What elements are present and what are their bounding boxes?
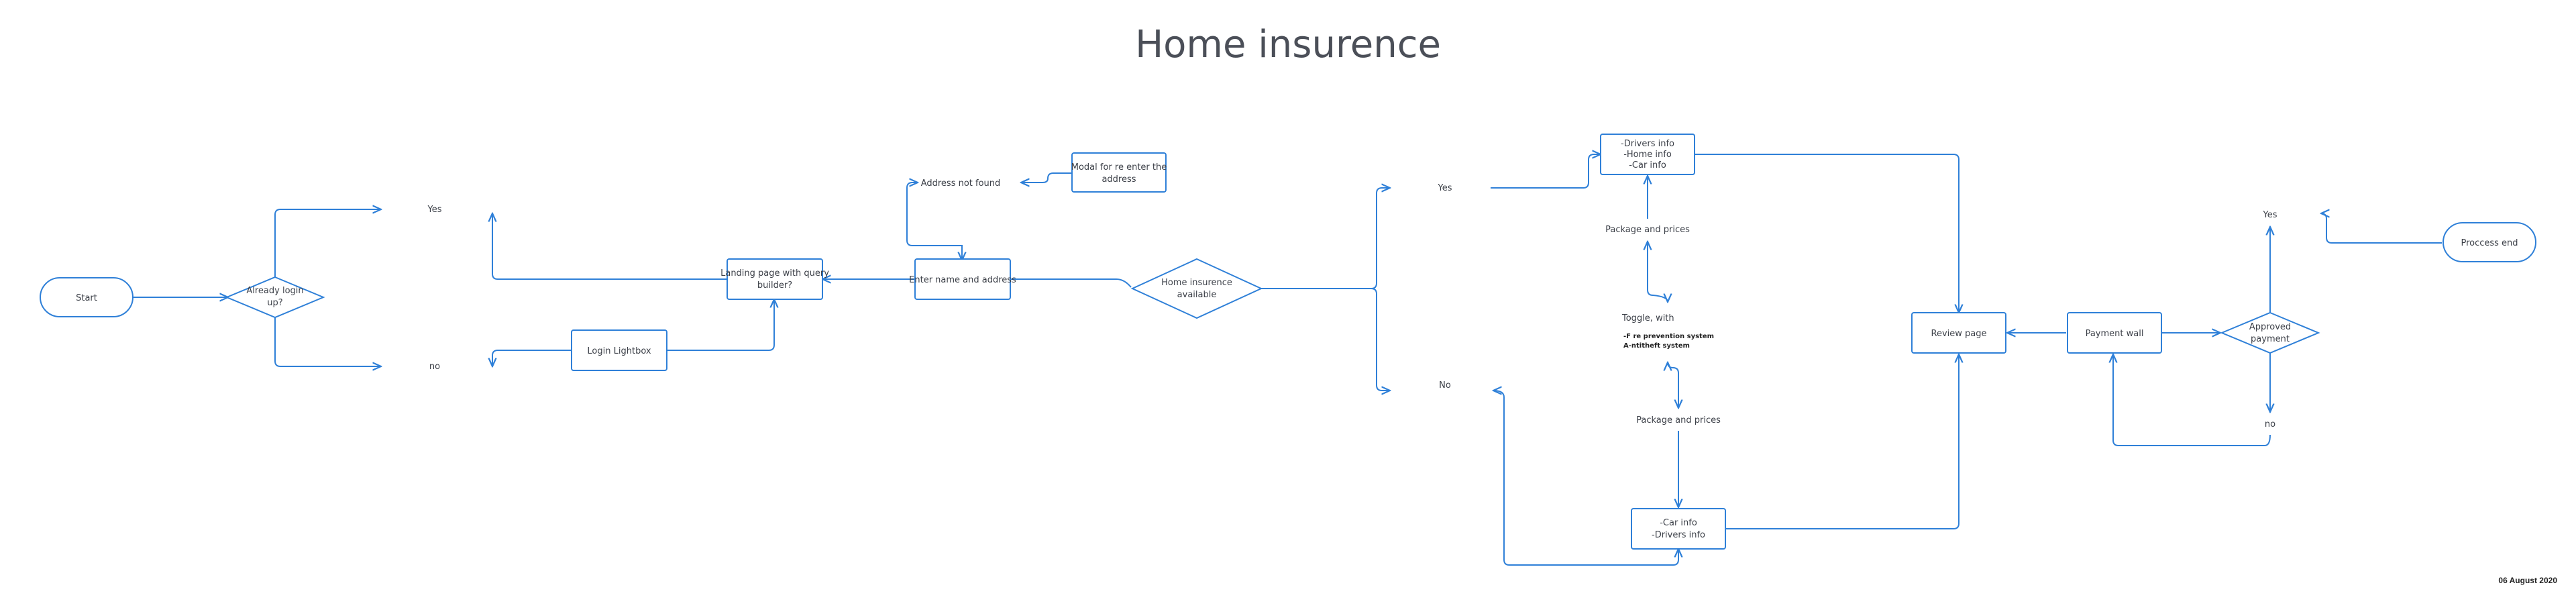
connector-lightbox-landing xyxy=(667,299,774,351)
connector-modal-address xyxy=(1021,172,1072,183)
drivers-top-line-2: -Home info xyxy=(1623,150,1672,160)
home-line-1: Home insurence xyxy=(1161,278,1232,288)
landing-line-1: Landing page with query xyxy=(720,268,829,278)
already-login-line-2: up? xyxy=(267,298,282,308)
start-label: Start xyxy=(76,293,97,303)
approved-line-2: payment xyxy=(2251,334,2290,344)
enter-name-label: Enter name and address xyxy=(909,275,1016,285)
node-payment-wall[interactable]: Payment wall xyxy=(2067,312,2162,354)
label-no-right: no xyxy=(2265,419,2275,429)
connector-drivers-review xyxy=(1695,154,1959,313)
connector-login-yes xyxy=(274,209,381,277)
label-yes-top: Yes xyxy=(427,205,442,215)
node-modal[interactable]: Modal for re enter the address xyxy=(1071,152,1167,193)
label-package-bottom: Package and prices xyxy=(1636,415,1721,425)
toggle-item-1: -F re prevention system xyxy=(1623,333,1714,340)
connector-yes-drivers xyxy=(1491,154,1601,189)
connector-toggle-package xyxy=(1668,362,1678,408)
login-lightbox-label: Login Lightbox xyxy=(587,346,651,356)
label-yes-mid: Yes xyxy=(1438,183,1452,193)
label-address-not-found: Address not found xyxy=(921,178,1001,189)
node-login-lightbox[interactable]: Login Lightbox xyxy=(571,329,667,371)
node-review-page[interactable]: Review page xyxy=(1911,312,2006,354)
connector-end-yes xyxy=(2321,213,2442,244)
drivers-top-line-3: -Car info xyxy=(1629,160,1666,170)
node-enter-name[interactable]: Enter name and address xyxy=(909,258,1016,300)
already-login-line-1: Already login xyxy=(246,286,303,296)
connectors xyxy=(133,154,2442,566)
date-stamp: 06 August 2020 xyxy=(2498,576,2557,585)
node-start[interactable]: Start xyxy=(40,277,133,317)
connector-enter-address xyxy=(906,183,963,259)
node-approved-payment[interactable]: Approved payment xyxy=(2220,311,2320,354)
drivers-top-line-1: -Drivers info xyxy=(1621,139,1674,149)
node-landing-page[interactable]: Landing page with query builder? xyxy=(720,258,829,300)
connector-no-car xyxy=(1493,391,1678,566)
connector-no-payment xyxy=(2113,354,2271,446)
landing-line-2: builder? xyxy=(757,280,792,291)
connector-home-no xyxy=(1371,288,1390,391)
modal-line-1: Modal for re enter the xyxy=(1071,162,1167,172)
page-title: Home insurence xyxy=(1135,23,1441,66)
label-no-mid: No xyxy=(1439,380,1451,391)
label-package-top: Package and prices xyxy=(1605,225,1690,235)
connector-login-no xyxy=(274,317,381,366)
home-line-2: available xyxy=(1177,290,1217,300)
node-already-login[interactable]: Already login up? xyxy=(225,276,325,319)
connector-home-enter xyxy=(1010,278,1132,288)
connector-car-review xyxy=(1725,354,1959,529)
node-home-insurence[interactable]: Home insurence available xyxy=(1130,258,1263,319)
connector-package-toggle xyxy=(1648,242,1668,302)
approved-line-1: Approved xyxy=(2249,322,2291,332)
toggle-item-2: A-ntitheft system xyxy=(1623,342,1690,350)
label-yes-right: Yes xyxy=(2263,210,2277,220)
connector-lightbox-no xyxy=(492,350,572,366)
car-bottom-line-1: -Car info xyxy=(1660,518,1697,528)
payment-wall-label: Payment wall xyxy=(2086,329,2144,339)
car-bottom-line-2: -Drivers info xyxy=(1652,530,1705,540)
node-drivers-top[interactable]: -Drivers info -Home info -Car info xyxy=(1600,134,1695,175)
node-process-end[interactable]: Proccess end xyxy=(2443,222,2536,262)
node-car-info-bottom[interactable]: -Car info -Drivers info xyxy=(1631,508,1726,550)
connector-landing-yes xyxy=(492,213,727,280)
label-toggle: Toggle, with xyxy=(1621,313,1674,323)
connector-home-branch xyxy=(1258,188,1390,289)
modal-line-2: address xyxy=(1102,174,1136,185)
label-no-bottom: no xyxy=(429,362,440,372)
review-page-label: Review page xyxy=(1931,329,1987,339)
process-end-label: Proccess end xyxy=(2461,238,2518,248)
